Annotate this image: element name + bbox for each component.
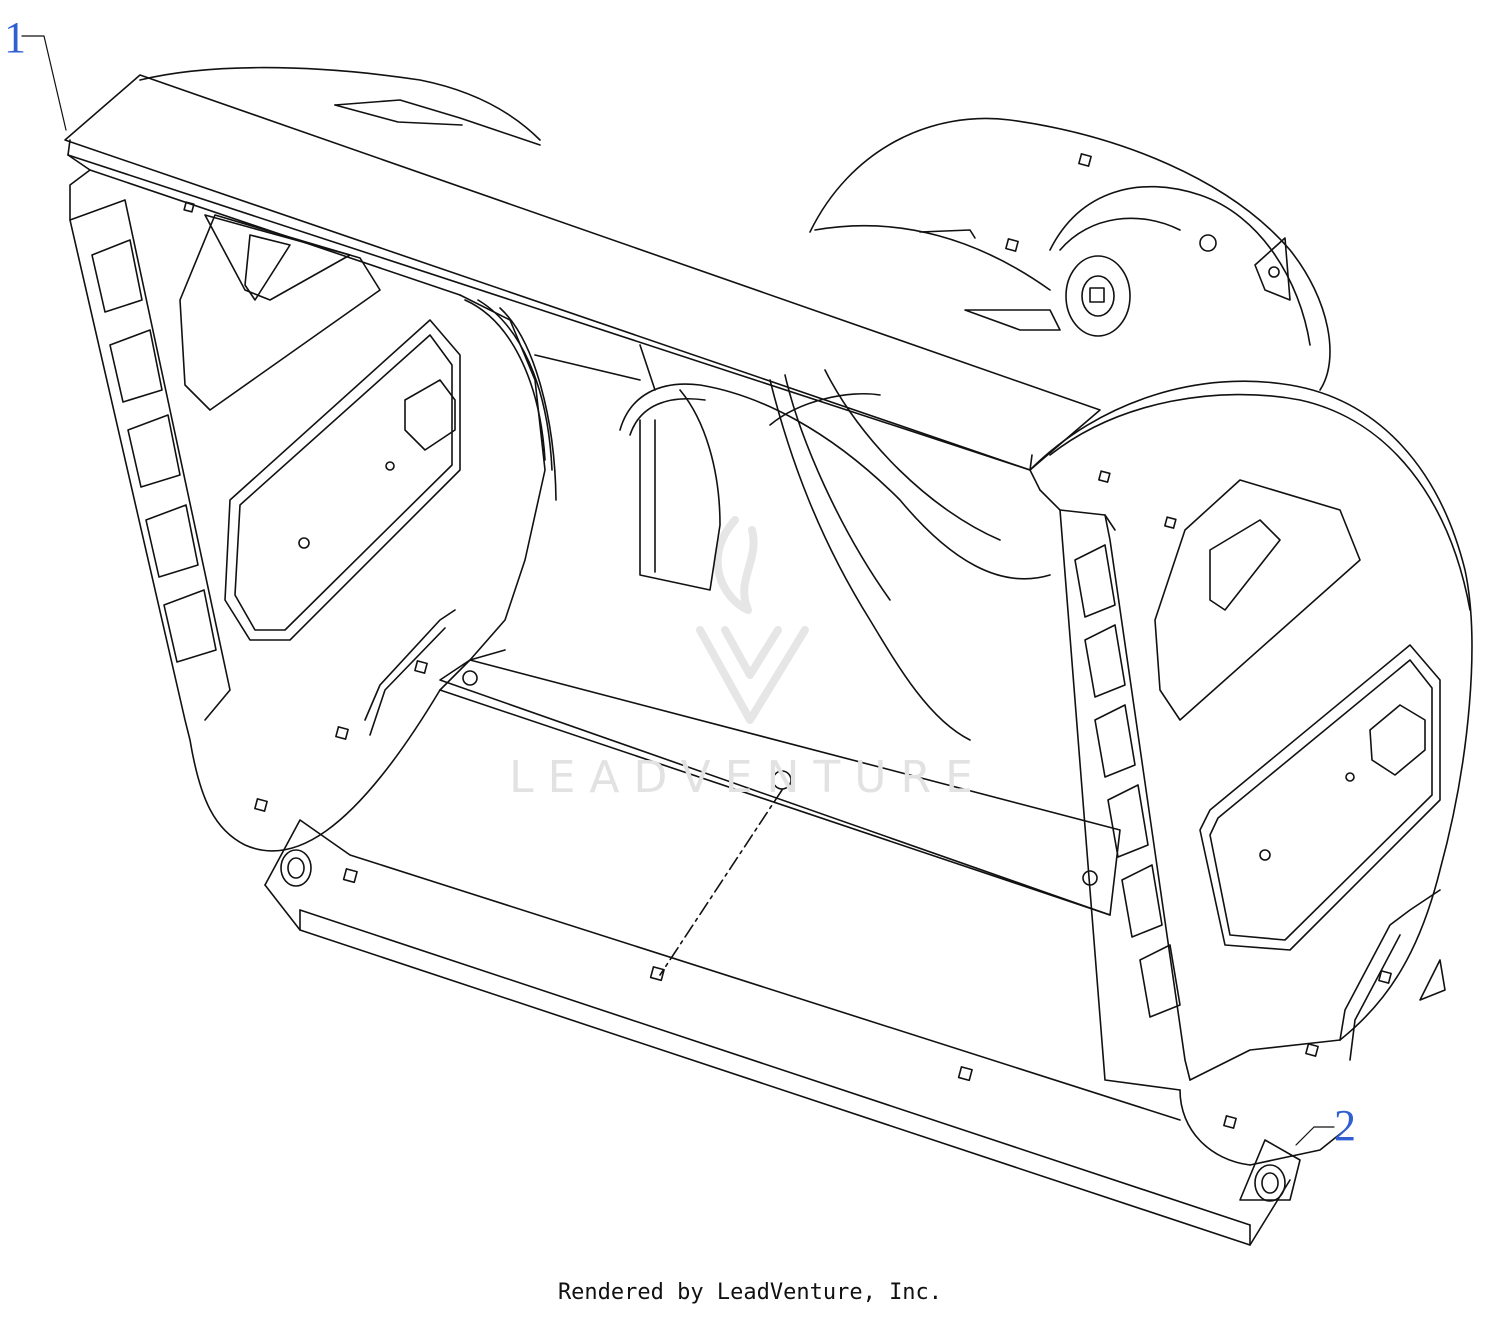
callout-1[interactable]: 1: [4, 13, 26, 62]
rear-cross-bar: [439, 649, 1121, 916]
callout-2[interactable]: 2: [1334, 1101, 1356, 1150]
centerline: [659, 789, 783, 976]
top-beam: [64, 74, 1101, 471]
watermark-text: LEADVENTURE: [509, 752, 987, 803]
auger-blades: [534, 344, 1051, 741]
scraper-bar: [264, 819, 1301, 1246]
leader-line-1: [21, 35, 67, 131]
left-side-plate: [67, 154, 557, 852]
right-side-plate: [1029, 380, 1473, 1166]
leader-line-2: [1295, 1126, 1335, 1146]
footer-credit: Rendered by LeadVenture, Inc.: [557, 1280, 943, 1305]
impeller-drum: [139, 66, 1331, 391]
watermark-logo: [696, 516, 809, 724]
